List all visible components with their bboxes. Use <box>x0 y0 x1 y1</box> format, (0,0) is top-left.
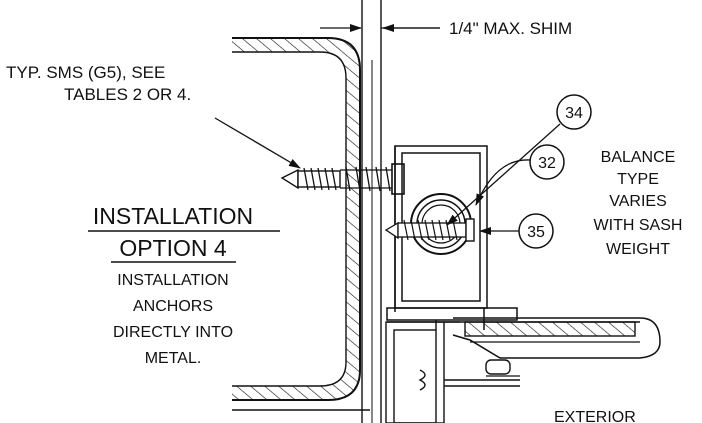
title-installation: INSTALLATION <box>93 203 253 229</box>
balance-line3: VARIES <box>609 193 667 210</box>
sms-label-line1: TYP. SMS (G5), SEE <box>6 63 165 82</box>
callout-35-number: 35 <box>527 224 545 241</box>
callout-32-bubble <box>529 144 565 180</box>
desc-line1: INSTALLATION <box>117 272 228 289</box>
desc-line4: METAL. <box>145 350 202 367</box>
wall-section <box>232 37 370 411</box>
balance-line5: WEIGHT <box>606 241 670 258</box>
jamb-frame <box>386 145 640 330</box>
title-option: OPTION 4 <box>119 235 227 261</box>
callout-32-number: 32 <box>538 155 556 172</box>
callout-34-number: 34 <box>565 105 583 122</box>
balance-screw <box>384 218 475 242</box>
balance-line2: TYPE <box>617 171 659 188</box>
sash-glazing <box>452 317 661 377</box>
callout-34-leader <box>446 123 561 226</box>
callout-32-leader <box>475 159 531 206</box>
sms-leader <box>214 117 301 169</box>
shim-gap <box>361 0 382 423</box>
balance-line4: WITH SASH <box>594 217 683 234</box>
desc-line3: DIRECTLY INTO <box>113 324 233 341</box>
sms-label-line2: TABLES 2 OR 4. <box>64 85 191 104</box>
sms-screw <box>280 163 405 195</box>
balance-line1: BALANCE <box>601 149 676 166</box>
callout-34-bubble <box>556 94 592 130</box>
shim-label: 1/4" MAX. SHIM <box>449 19 572 38</box>
desc-line2: ANCHORS <box>133 298 213 315</box>
lower-extrusion <box>385 320 520 423</box>
exterior-label: EXTERIOR <box>554 409 636 423</box>
